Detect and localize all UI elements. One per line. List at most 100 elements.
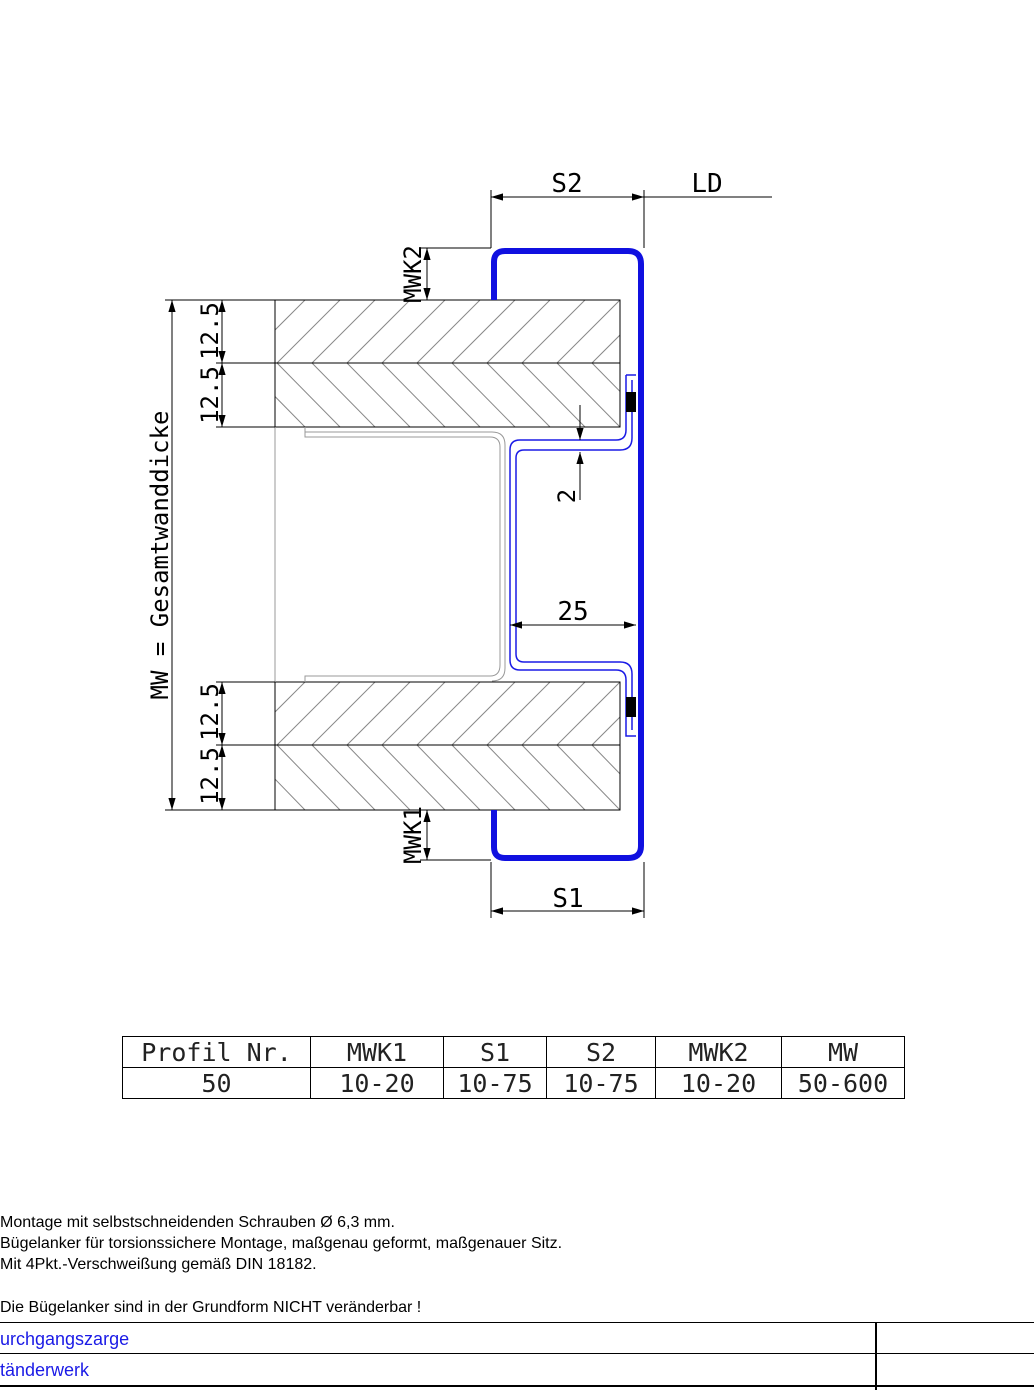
title-row-label: tänderwerk: [0, 1360, 90, 1380]
hatch-line: [346, 362, 411, 427]
hatch-line: [416, 682, 481, 746]
dim-board-top-inner-label: 12.5: [196, 366, 224, 424]
dim-mwk1-label: MWK1: [399, 806, 427, 864]
title-block: urchgangszarge tänderwerk: [0, 1322, 1034, 1384]
hatch-line: [591, 716, 620, 746]
hatch-line: [311, 744, 376, 810]
hatch-line: [416, 300, 481, 364]
hatch-line: [346, 682, 411, 746]
spec-cell: 10-20: [655, 1067, 782, 1099]
hatch-line: [311, 362, 376, 427]
spec-header-cell: MWK1: [310, 1036, 444, 1068]
hatch-line: [276, 682, 341, 746]
hatch-line: [275, 395, 306, 427]
hatch-line: [311, 300, 376, 364]
hatch-line: [137, 745, 200, 810]
hatch-line: [451, 300, 516, 364]
hatch-line: [521, 744, 586, 810]
note-line: Mit 4Pkt.-Verschweißung gemäß DIN 18182.: [0, 1256, 317, 1273]
hatch-line: [627, 300, 690, 363]
hatch-line: [276, 362, 341, 427]
spec-cell: 50: [122, 1067, 311, 1099]
weld-point-bottom: [626, 697, 636, 717]
hatch-line: [381, 682, 446, 746]
spec-header-cell: MWK2: [655, 1036, 782, 1068]
hatch-line: [521, 300, 586, 364]
hatch-line: [275, 300, 306, 331]
hatch-line: [627, 745, 690, 810]
spec-header-cell: Profil Nr.: [122, 1036, 311, 1068]
hatch-line: [451, 362, 516, 427]
dim-board-bottom-outer-label: 12.5: [196, 747, 224, 805]
spec-header-cell: S1: [443, 1036, 547, 1068]
hatch-line: [346, 744, 411, 810]
title-row-label: urchgangszarge: [0, 1329, 130, 1349]
spec-header-cell: MW: [781, 1036, 905, 1068]
hatch-line: [627, 682, 690, 745]
spec-cell: 10-75: [546, 1067, 656, 1099]
anchor-clip: [509, 374, 636, 737]
dim-mwk1: [420, 809, 491, 861]
spec-header-row: Profil Nr. MWK1 S1 S2 MWK2 MW: [122, 1036, 905, 1068]
dim-depth-label: 25: [557, 597, 588, 627]
hatch-line: [416, 362, 481, 427]
dim-mwk2-label: MWK2: [399, 245, 427, 303]
notes: Montage mit selbstschneidenden Schrauben…: [0, 1212, 562, 1275]
hatch-line: [451, 744, 516, 810]
hatch-line: [556, 744, 620, 810]
hatch-line: [591, 744, 620, 775]
hatch-line: [627, 363, 690, 427]
frame-profile: [491, 248, 644, 861]
title-block-divider: [875, 1322, 877, 1390]
spec-header-cell: S2: [546, 1036, 656, 1068]
dim-s2: [490, 190, 772, 248]
dim-board-bottom-inner-label: 12.5: [196, 683, 224, 741]
dim-s2-label: S2: [551, 169, 582, 199]
note-line: Montage mit selbstschneidenden Schrauben…: [0, 1214, 395, 1231]
dim-board-top-outer-label: 12.5: [196, 302, 224, 360]
hatch-line: [346, 300, 411, 364]
spec-cell: 10-75: [443, 1067, 547, 1099]
hatch-line: [486, 362, 551, 427]
hatch-line: [276, 744, 341, 810]
hatch-line: [381, 300, 446, 364]
hatch-line: [451, 682, 516, 746]
dim-s1: [490, 862, 645, 918]
hatch-line: [381, 362, 446, 427]
weld-point-top: [626, 392, 636, 412]
hatch-line: [137, 300, 200, 363]
note-line: Bügelanker für torsionssichere Montage, …: [0, 1235, 563, 1252]
hatch-line: [556, 300, 620, 364]
dim-mwk2: [420, 247, 491, 301]
stud-profile: [274, 427, 506, 682]
title-row: urchgangszarge: [0, 1322, 1034, 1353]
hatch-line: [556, 682, 620, 746]
hatch-line: [416, 744, 481, 810]
spec-cell: 50-600: [781, 1067, 905, 1099]
hatch-line: [381, 744, 446, 810]
dim-ld-label: LD: [691, 169, 722, 199]
hatch-line: [521, 682, 586, 746]
dim-mw-label: MW = Gesamtwanddicke: [146, 411, 174, 700]
hatch-line: [486, 300, 551, 364]
spec-cell: 10-20: [310, 1067, 444, 1099]
wall-board-bottom: [137, 681, 690, 811]
hatch-line: [275, 682, 306, 713]
spec-data-row: 50 10-20 10-75 10-75 10-20 50-600: [122, 1067, 905, 1099]
hatch-line: [276, 300, 341, 364]
dim-board-bottom: [216, 681, 275, 810]
hatch-line: [486, 744, 551, 810]
dim-gap-label: 2: [553, 489, 581, 503]
title-row: tänderwerk: [0, 1353, 1034, 1384]
hatch-line: [521, 362, 586, 427]
hatch-line: [591, 362, 620, 393]
hatch-line: [556, 362, 620, 427]
spec-table: Profil Nr. MWK1 S1 S2 MWK2 MW 50 10-20 1…: [122, 1036, 905, 1099]
dim-board-top: [216, 300, 275, 428]
dim-s1-label: S1: [552, 884, 583, 914]
technical-drawing: S2 LD S1 MWK2 MWK1 MW = Gesamtwanddicke …: [137, 169, 772, 918]
hatch-line: [591, 334, 620, 364]
hatch-line: [275, 778, 306, 810]
hatch-line: [311, 682, 376, 746]
warning-note: Die Bügelanker sind in der Grundform NIC…: [0, 1299, 422, 1316]
